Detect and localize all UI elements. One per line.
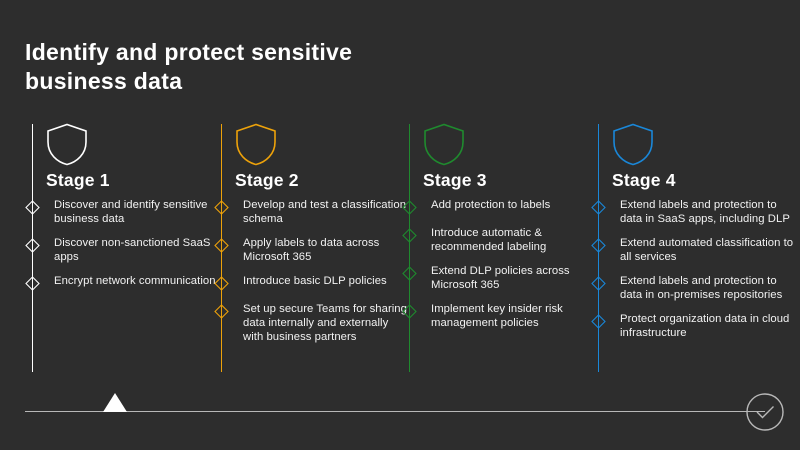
list-item-label: Introduce basic DLP policies bbox=[243, 275, 387, 287]
list-item-label: Extend labels and protection to data in … bbox=[620, 199, 790, 225]
stage-label-3: Stage 3 bbox=[423, 170, 487, 190]
shield-icon bbox=[46, 122, 88, 166]
list-item[interactable]: Discover and identify sensitive business… bbox=[24, 198, 220, 226]
page-title: Identify and protect sensitive business … bbox=[25, 39, 353, 94]
list-item-label: Apply labels to data across Microsoft 36… bbox=[243, 237, 380, 263]
list-item-label: Extend labels and protection to data in … bbox=[620, 275, 783, 301]
stage-label-2: Stage 2 bbox=[235, 170, 299, 190]
list-item[interactable]: Develop and test a classification schema bbox=[213, 198, 409, 226]
check-circle-icon[interactable] bbox=[745, 392, 785, 432]
list-item[interactable]: Set up secure Teams for sharing data int… bbox=[213, 302, 409, 344]
list-item-label: Discover non-sanctioned SaaS apps bbox=[54, 237, 211, 263]
stage-divider-line-4 bbox=[598, 124, 600, 372]
shield-icon bbox=[612, 122, 654, 166]
diamond-icon bbox=[24, 276, 40, 291]
diamond-icon bbox=[24, 200, 40, 215]
list-item[interactable]: Introduce automatic & recommended labeli… bbox=[401, 226, 597, 254]
diamond-icon bbox=[24, 238, 40, 253]
list-item[interactable]: Apply labels to data across Microsoft 36… bbox=[213, 236, 409, 264]
diamond-icon bbox=[590, 276, 606, 291]
list-item[interactable]: Extend labels and protection to data in … bbox=[590, 274, 798, 302]
diamond-icon bbox=[213, 304, 229, 319]
list-item[interactable]: Add protection to labels bbox=[401, 198, 597, 216]
shield-icon bbox=[423, 122, 465, 166]
list-item[interactable]: Extend DLP policies across Microsoft 365 bbox=[401, 264, 597, 292]
list-item-label: Extend DLP policies across Microsoft 365 bbox=[431, 265, 570, 291]
stage-bullets-2: Develop and test a classification schema… bbox=[213, 198, 409, 354]
stage-label-1: Stage 1 bbox=[46, 170, 110, 190]
diamond-icon bbox=[401, 266, 417, 281]
diamond-icon bbox=[401, 228, 417, 243]
list-item-label: Add protection to labels bbox=[431, 199, 551, 211]
list-item-label: Encrypt network communication bbox=[54, 275, 216, 287]
stage-bullets-3: Add protection to labels Introduce autom… bbox=[401, 198, 597, 340]
triangle-marker-icon[interactable] bbox=[103, 393, 127, 412]
stage-label-4: Stage 4 bbox=[612, 170, 676, 190]
list-item-label: Set up secure Teams for sharing data int… bbox=[243, 303, 407, 343]
list-item-label: Develop and test a classification schema bbox=[243, 199, 407, 225]
list-item-label: Extend automated classification to all s… bbox=[620, 237, 794, 263]
list-item-label: Implement key insider risk management po… bbox=[431, 303, 563, 329]
stage-divider-line-1 bbox=[32, 124, 34, 372]
progress-track-line bbox=[25, 411, 765, 413]
diamond-icon bbox=[213, 200, 229, 215]
diamond-icon bbox=[590, 200, 606, 215]
list-item[interactable]: Protect organization data in cloud infra… bbox=[590, 312, 798, 340]
list-item[interactable]: Encrypt network communication bbox=[24, 274, 220, 292]
diamond-icon bbox=[213, 276, 229, 291]
list-item[interactable]: Introduce basic DLP policies bbox=[213, 274, 409, 292]
diamond-icon bbox=[213, 238, 229, 253]
diamond-icon bbox=[590, 314, 606, 329]
list-item-label: Discover and identify sensitive business… bbox=[54, 199, 208, 225]
list-item-label: Protect organization data in cloud infra… bbox=[620, 313, 790, 339]
list-item[interactable]: Implement key insider risk management po… bbox=[401, 302, 597, 330]
stage-bullets-1: Discover and identify sensitive business… bbox=[24, 198, 220, 302]
list-item-label: Introduce automatic & recommended labeli… bbox=[431, 227, 547, 253]
stage-divider-line-3 bbox=[409, 124, 411, 372]
diamond-icon bbox=[401, 304, 417, 319]
diamond-icon bbox=[401, 200, 417, 215]
stage-bullets-4: Extend labels and protection to data in … bbox=[590, 198, 798, 350]
list-item[interactable]: Extend labels and protection to data in … bbox=[590, 198, 798, 226]
list-item[interactable]: Extend automated classification to all s… bbox=[590, 236, 798, 264]
diamond-icon bbox=[590, 238, 606, 253]
list-item[interactable]: Discover non-sanctioned SaaS apps bbox=[24, 236, 220, 264]
shield-icon bbox=[235, 122, 277, 166]
stage-divider-line-2 bbox=[221, 124, 223, 372]
